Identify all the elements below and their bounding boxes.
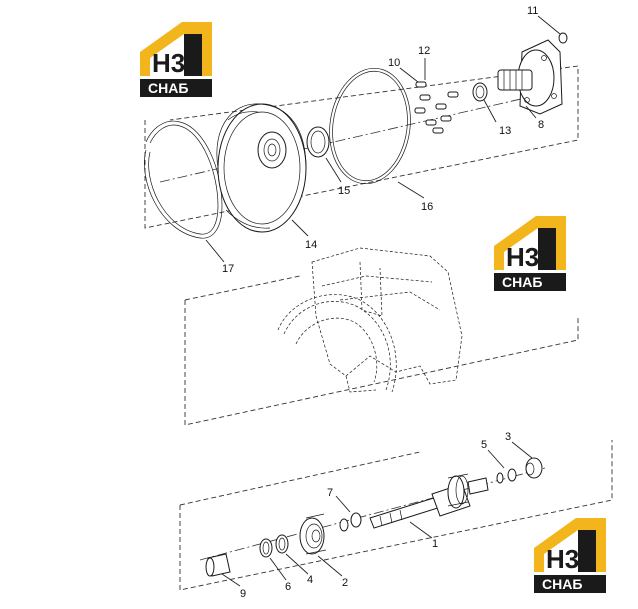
callout-6: 6 (285, 581, 291, 593)
part-3-bearing (525, 457, 543, 479)
part-8-pump-hub (497, 39, 563, 115)
part-14-drum-cover (216, 103, 307, 233)
part-7-snap-rings (339, 512, 362, 532)
part-4-ring (275, 534, 289, 554)
middle-housing-frame (184, 275, 579, 426)
logo-letters: H3 (152, 48, 185, 78)
part-16-large-seal-ring (329, 67, 411, 185)
part-15-o-ring (306, 126, 330, 158)
callout-4: 4 (307, 574, 313, 586)
callout-14: 14 (305, 239, 317, 251)
callout-17: 17 (222, 263, 234, 275)
logo-word: СНАБ (148, 80, 188, 96)
callout-11: 11 (527, 5, 538, 17)
part-13-small-o-ring (472, 82, 488, 102)
logo-letters: H3 (546, 544, 579, 574)
lower-shaft-frame (179, 440, 613, 591)
callout-5: 5 (481, 439, 487, 451)
callout-8: 8 (538, 119, 544, 131)
callout-7: 7 (327, 487, 333, 499)
part-17-snap-ring (144, 120, 223, 239)
callout-labels: 11 12 10 13 8 15 16 14 17 3 5 7 1 9 6 4 … (222, 5, 544, 600)
callout-1: 1 (432, 538, 438, 550)
part-6-ring (259, 538, 273, 558)
parts-10-12-pins (414, 81, 459, 134)
callout-3: 3 (505, 431, 511, 443)
callout-12: 12 (418, 45, 430, 57)
callout-2: 2 (342, 577, 348, 589)
callout-10: 10 (388, 57, 400, 69)
callout-15: 15 (338, 185, 350, 197)
callout-16: 16 (421, 201, 433, 213)
transmission-housing (277, 247, 463, 393)
part-11-washer (558, 32, 568, 44)
watermark-logo-middle-right: H3 СНАБ (494, 216, 566, 291)
logo-letters: H3 (506, 242, 539, 272)
part-5-washers (496, 468, 517, 484)
part-2-bearing (299, 513, 327, 555)
part-9-sleeve (205, 553, 231, 577)
logo-word: СНАБ (542, 576, 582, 592)
watermark-logo-bottom-right: H3 СНАБ (534, 518, 606, 593)
logo-word: СНАБ (502, 274, 542, 290)
callout-9: 9 (240, 588, 246, 600)
leader-lines (205, 15, 561, 587)
watermark-logo-top-left: H3 СНАБ (140, 22, 212, 97)
callout-13: 13 (499, 125, 511, 137)
part-1-gear-shaft (369, 473, 489, 529)
